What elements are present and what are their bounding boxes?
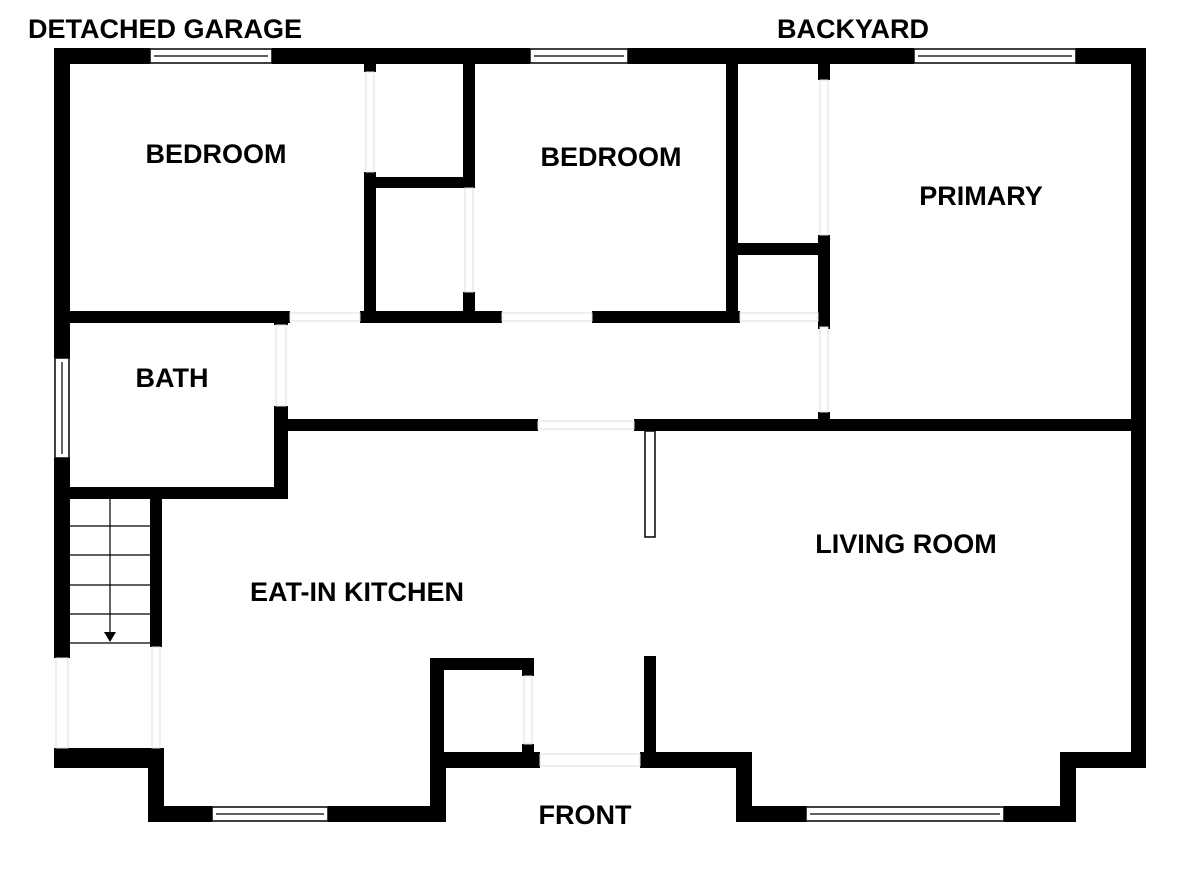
door-stairs-landing (151, 646, 161, 749)
wall-closet-primary-top (818, 64, 830, 80)
exterior-wall-bottom-5 (736, 806, 806, 822)
label-primary: PRIMARY (919, 181, 1043, 211)
wall-bedroom2-hall (592, 311, 740, 323)
wall-entry-closet-right-stub (522, 658, 534, 676)
exterior-wall-bottom-riser-1 (430, 752, 446, 822)
door-front-entry (539, 753, 641, 767)
wall-stairs-right (150, 487, 162, 647)
stairs (70, 499, 150, 644)
wall-entry-closet-left (430, 658, 444, 768)
wall-closet-bedroom2-upper (463, 64, 475, 188)
exterior-wall-bottom-7 (1060, 752, 1146, 768)
wall-hall-kitchen (274, 419, 538, 431)
exterior-wall-top-1 (54, 48, 150, 64)
window-living (805, 806, 1005, 822)
wall-closet-bedroom2-lower (463, 292, 475, 323)
exterior-wall-left-2 (54, 458, 70, 658)
label-detached-garage: DETACHED GARAGE (28, 14, 302, 44)
exterior-wall-bottom-riser-2 (736, 752, 752, 822)
exterior-wall-bottom-1 (148, 806, 212, 822)
exterior-wall-bottom-riser-3 (1060, 752, 1076, 822)
wall-closet-shelf (726, 243, 830, 255)
wall-bedroom2-closet (726, 64, 738, 323)
label-bedroom-1: BEDROOM (146, 139, 287, 169)
window-bedroom1 (149, 48, 273, 64)
door-bedroom2 (501, 312, 593, 322)
window-bath (54, 357, 70, 459)
exterior-wall-right (1131, 48, 1146, 768)
label-eat-in-kitchen: EAT-IN KITCHEN (250, 577, 464, 607)
exterior-wall-bottom-2 (328, 806, 446, 822)
exterior-wall-bottom-left-drop (148, 748, 164, 822)
door-primary-closet (819, 79, 829, 236)
wall-kitchen-living-partial (644, 656, 656, 754)
wall-closet-primary-mid (818, 235, 830, 327)
wall-bath-bottom (54, 487, 288, 499)
door-bedroom1-closet (365, 71, 375, 173)
exterior-wall-bottom-4 (640, 752, 752, 768)
window-primary (913, 48, 1077, 64)
door-bedroom2-closet-left (464, 187, 474, 293)
label-bedroom-2: BEDROOM (541, 142, 682, 172)
label-bath: BATH (136, 363, 209, 393)
wall-hall-living (634, 419, 1146, 431)
room-labels: DETACHED GARAGE BACKYARD BEDROOM BEDROOM… (28, 14, 1043, 830)
exterior-wall-bottom-3 (430, 752, 540, 768)
door-side-entry (55, 657, 69, 749)
exterior-wall-top-2 (272, 48, 530, 64)
arrow-down-icon (104, 632, 116, 642)
wall-entry-closet-top (430, 658, 534, 670)
exterior-wall-bottom-6 (1004, 806, 1076, 822)
wall-bedroom1-closet-stub (364, 64, 376, 72)
label-front: FRONT (539, 800, 632, 830)
window-bedroom2 (529, 48, 629, 64)
door-bedroom1 (289, 312, 361, 322)
walls (54, 48, 1146, 822)
wall-bedroom1-bath (54, 311, 290, 323)
window-kitchen (211, 806, 329, 822)
label-living-room: LIVING ROOM (815, 529, 997, 559)
door-openings (55, 71, 829, 767)
exterior-wall-bottom-left-ledge (54, 748, 164, 768)
wall-bath-top-stub (274, 311, 288, 325)
wall-entry-closet-right-bottom (522, 744, 534, 758)
exterior-wall-top-3 (628, 48, 914, 64)
divider-half-wall (644, 430, 656, 538)
wall-closet-divider (364, 177, 474, 188)
door-bedroom2-closet (739, 312, 819, 322)
windows (54, 48, 1077, 822)
exterior-wall-left-1 (54, 48, 70, 358)
door-bath (275, 324, 287, 407)
label-backyard: BACKYARD (777, 14, 929, 44)
exterior-wall-top-4 (1076, 48, 1146, 64)
door-primary (819, 326, 829, 413)
wall-closet-hall (360, 311, 502, 323)
wall-bedroom1-closet (364, 172, 376, 323)
door-hall-kitchen (537, 420, 635, 430)
door-entry-closet (523, 675, 533, 745)
